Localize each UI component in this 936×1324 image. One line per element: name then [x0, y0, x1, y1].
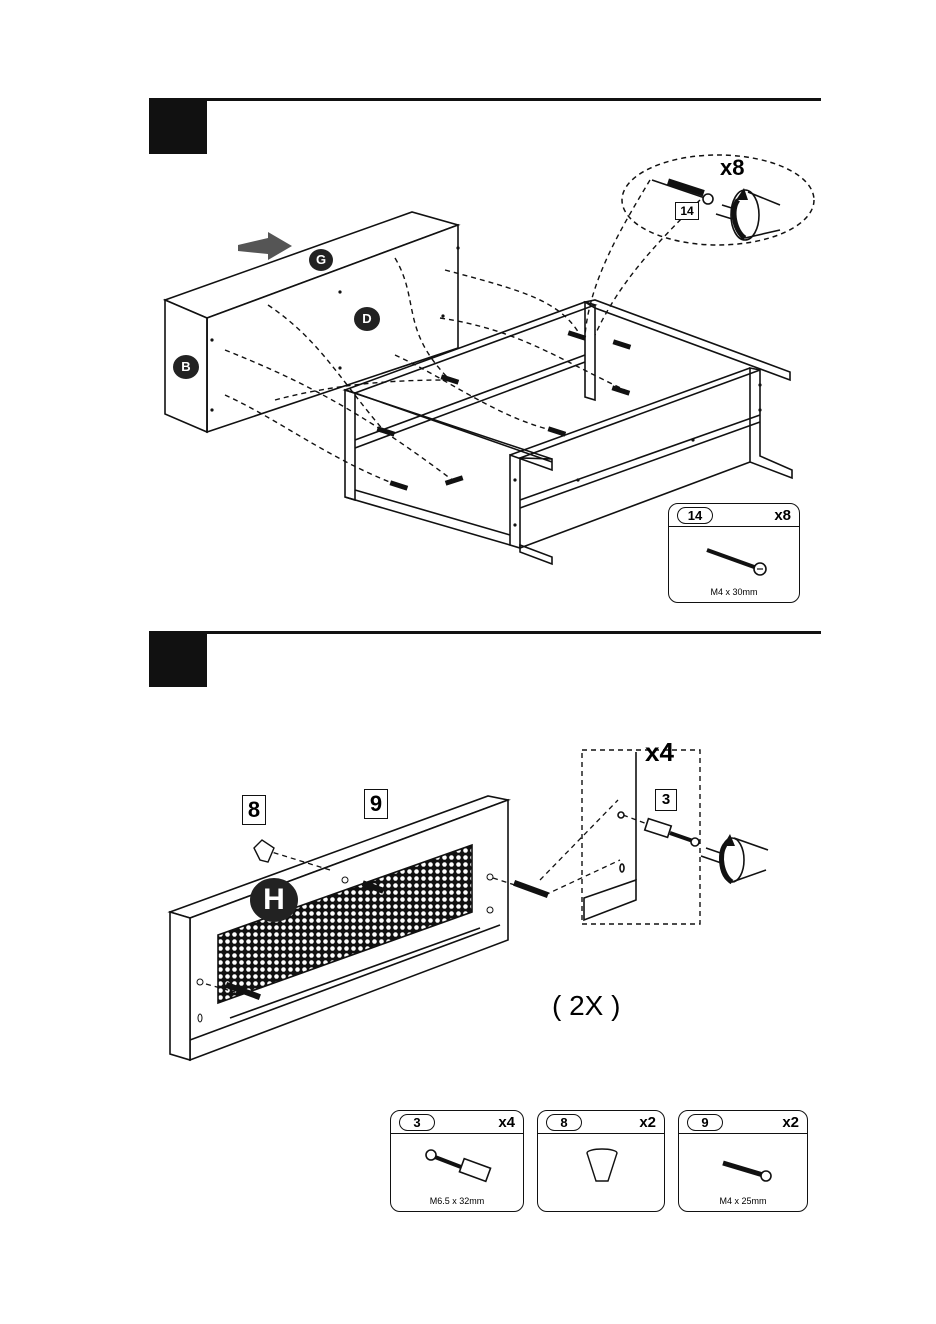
screw-icon	[679, 1133, 809, 1193]
panel-label-h: H	[250, 878, 298, 922]
hardware-size: M4 x 25mm	[679, 1196, 807, 1206]
step2-hardware-card-9: 9 x2 M4 x 25mm	[678, 1110, 808, 1212]
hardware-size: M6.5 x 32mm	[391, 1196, 523, 1206]
callout-9: 9	[364, 789, 388, 819]
step2-zoom-part-tag: 3	[655, 789, 677, 811]
step2-zoom-qty: x4	[645, 737, 674, 768]
knob-icon	[538, 1133, 666, 1203]
hardware-part-number: 3	[399, 1114, 435, 1131]
cam-bolt-icon	[391, 1133, 525, 1193]
step2-hardware-card-8: 8 x2	[537, 1110, 665, 1212]
hardware-qty: x2	[782, 1114, 799, 1131]
hardware-part-number: 9	[687, 1114, 723, 1131]
step2-hardware-card-3: 3 x4 M6.5 x 32mm	[390, 1110, 524, 1212]
step2-repeat-label: ( 2X )	[552, 990, 620, 1022]
hardware-qty: x4	[498, 1114, 515, 1131]
step2-illustration	[0, 0, 936, 1100]
hardware-part-number: 8	[546, 1114, 582, 1131]
callout-8: 8	[242, 795, 266, 825]
hardware-qty: x2	[639, 1114, 656, 1131]
